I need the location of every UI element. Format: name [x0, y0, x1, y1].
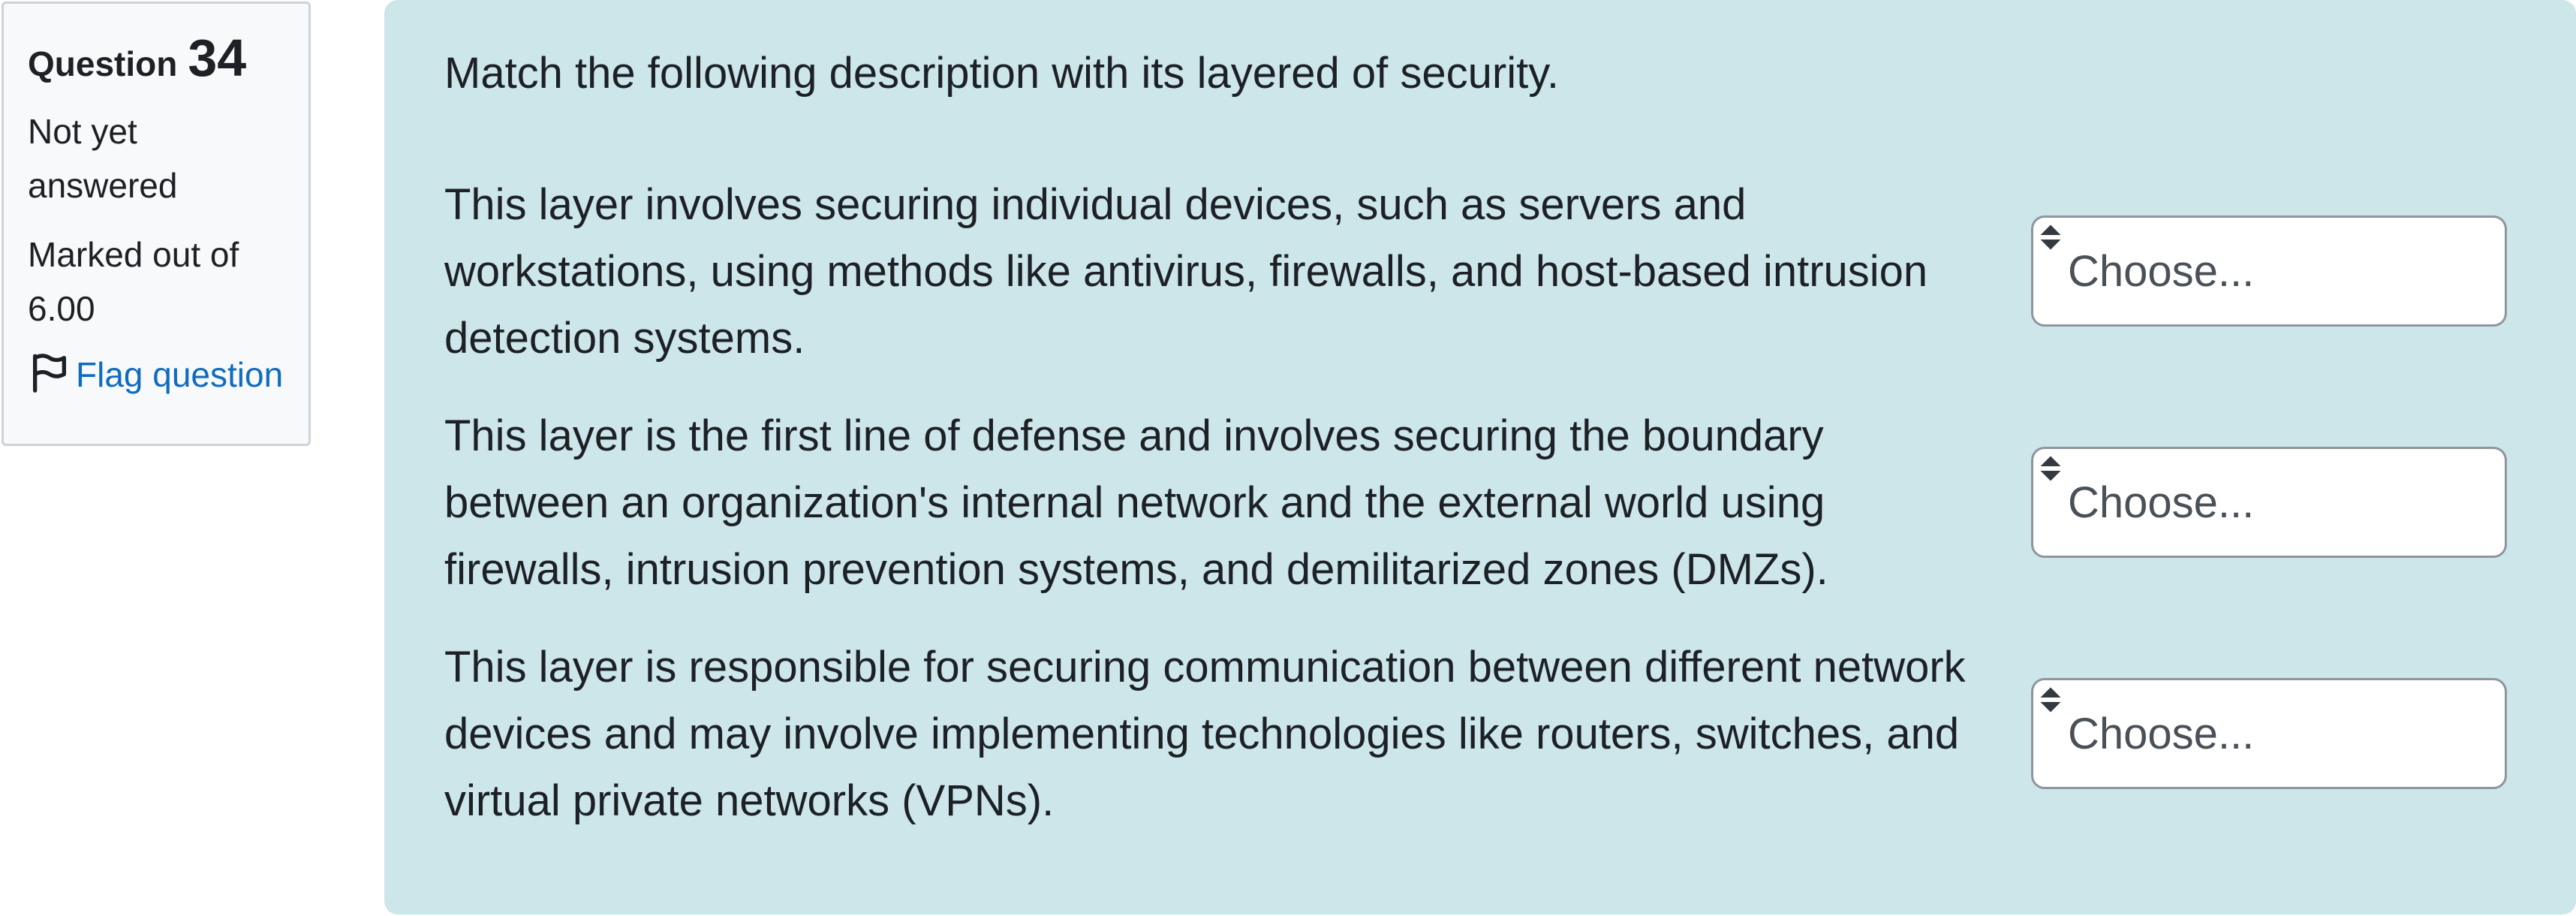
match-description: This layer is the first line of defense … [444, 411, 1828, 594]
match-answer-select[interactable]: Choose... [2031, 215, 2507, 327]
flag-icon [28, 351, 76, 398]
select-arrows-icon [2040, 456, 2061, 481]
flag-question-label: Flag question [76, 354, 284, 394]
match-row: This layer is responsible for securing c… [444, 632, 2516, 835]
question-state: Not yet answered [28, 112, 178, 205]
question-number: 34 [188, 29, 247, 87]
question-title: Question 34 [28, 28, 286, 88]
match-description: This layer involves securing individual … [444, 179, 1928, 363]
select-arrows-icon [2040, 224, 2061, 250]
select-value: Choose... [2068, 709, 2255, 758]
select-value: Choose... [2068, 246, 2255, 296]
match-row: This layer involves securing individual … [444, 170, 2516, 372]
question-label: Question [28, 44, 178, 83]
question-grade: Marked out of 6.00 [28, 235, 239, 328]
question-content: Match the following description with its… [384, 0, 2576, 914]
match-answer-select[interactable]: Choose... [2031, 447, 2507, 558]
question-info-panel: Question 34 Not yet answered Marked out … [2, 2, 311, 446]
select-value: Choose... [2068, 478, 2255, 527]
select-arrows-icon [2040, 687, 2061, 713]
question-prompt: Match the following description with its… [444, 49, 1560, 98]
match-answer-select[interactable]: Choose... [2031, 678, 2507, 789]
match-description: This layer is responsible for securing c… [444, 642, 1966, 825]
match-row: This layer is the first line of defense … [444, 401, 2516, 604]
flag-question-link[interactable]: Flag question [28, 351, 286, 398]
